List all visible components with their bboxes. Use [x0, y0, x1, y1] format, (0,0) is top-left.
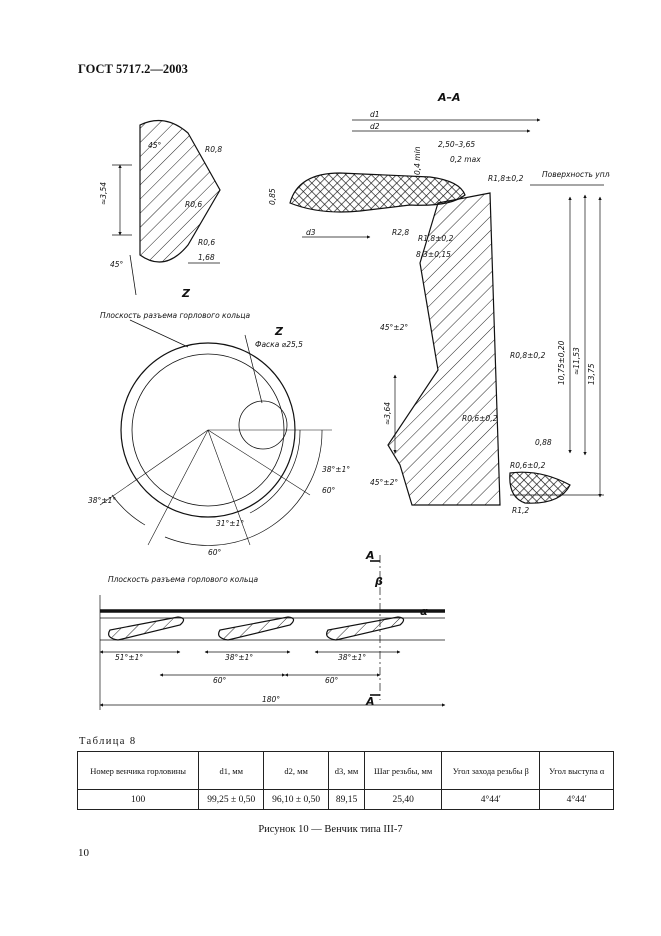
label-dim085: 0,85 — [268, 188, 277, 205]
col-header: Угол выступа α — [539, 751, 614, 790]
label-z-plan: Z — [274, 325, 284, 338]
label-r18: R1,8±0,2 — [488, 174, 524, 183]
label-ang38d: 38°±1° — [338, 653, 366, 662]
label-dim250: 2,50–3,65 — [438, 140, 475, 149]
label-surface: Поверхность уплотнения — [542, 170, 610, 179]
label-plane-top: Плоскость разъема горлового кольца — [100, 311, 250, 320]
section-aa — [289, 118, 604, 506]
col-header: Шаг резьбы, мм — [364, 751, 443, 790]
label-r06: R0,6 — [185, 200, 202, 209]
plan-view — [99, 319, 332, 546]
table-cell: 4°44′ — [441, 789, 541, 810]
label-dim354: ≈3,54 — [99, 182, 108, 205]
label-r06c: R0,6±0,2 — [462, 414, 498, 423]
table-caption: Таблица 8 — [79, 736, 137, 747]
table-cell: 25,40 — [364, 789, 443, 810]
label-d1: d1 — [370, 110, 380, 119]
label-plane-bottom: Плоскость разъема горлового кольца — [108, 575, 258, 584]
table-cell: 100 — [76, 789, 200, 810]
label-dim04: 0,4 min — [413, 146, 422, 175]
label-ang31: 31°±1° — [216, 519, 244, 528]
label-r08b: R0,8±0,2 — [510, 351, 546, 360]
label-arrow-a-top: А — [365, 549, 375, 562]
label-ang51: 51°±1° — [115, 653, 143, 662]
label-r06d: R0,6±0,2 — [510, 461, 546, 470]
label-dim1075: 10,75±0,20 — [557, 340, 566, 385]
label-r06b: R0,6 — [198, 238, 215, 247]
label-view-z: Z — [181, 287, 191, 300]
label-ang45b: 45° — [110, 260, 124, 269]
label-d2: d2 — [370, 122, 380, 131]
label-ang60d: 60° — [325, 676, 339, 685]
table-row: 100 99,25 ± 0,50 96,10 ± 0,50 89,15 25,4… — [76, 789, 614, 810]
document-header: ГОСТ 5717.2—2003 — [78, 62, 188, 76]
col-header: Угол захода резьбы β — [441, 751, 541, 790]
label-dim1375: 13,75 — [587, 363, 596, 385]
label-ang38b: 38°±1° — [88, 496, 116, 505]
label-dim088: 0,88 — [535, 438, 552, 447]
figure-caption: Рисунок 10 — Венчик типа III-7 — [258, 824, 403, 835]
label-ang60a: 60° — [322, 486, 336, 495]
col-header: d3, мм — [328, 751, 366, 790]
label-ang180: 180° — [262, 695, 280, 704]
label-ang60c: 60° — [213, 676, 227, 685]
col-header: d2, мм — [263, 751, 330, 790]
label-ang38a: 38°±1° — [322, 465, 350, 474]
label-dim83: 8,3±0,15 — [416, 250, 451, 259]
table-header-row: Номер венчика горловины d1, мм d2, мм d3… — [76, 751, 614, 790]
table-cell: 96,10 ± 0,50 — [263, 789, 330, 810]
label-arrow-a-bottom: А — [365, 695, 375, 708]
detail-z-view — [112, 119, 221, 296]
label-ang45: 45° — [148, 141, 162, 150]
label-section-aa: А–А — [437, 91, 461, 104]
label-ang45d: 45°±2° — [370, 478, 398, 487]
label-r12: R1,2 — [512, 506, 529, 515]
label-dim364: ≈3,64 — [383, 402, 392, 425]
label-d3: d3 — [306, 228, 316, 237]
label-dim168: 1,68 — [198, 253, 215, 262]
col-header: Номер венчика горловины — [76, 751, 200, 790]
label-ang38c: 38°±1° — [225, 653, 253, 662]
thread-development — [99, 555, 446, 710]
col-header: d1, мм — [198, 751, 265, 790]
spec-table: Номер венчика горловины d1, мм d2, мм d3… — [76, 751, 614, 810]
label-beta: β — [374, 575, 383, 588]
technical-drawing: R0,8 R0,6 R0,6 45° 45° ≈3,54 1,68 Z Плос… — [88, 91, 610, 710]
label-r28: R2,8 — [392, 228, 409, 237]
table-cell: 99,25 ± 0,50 — [198, 789, 265, 810]
label-r08: R0,8 — [205, 145, 222, 154]
label-z-note: Фаска ⌀25,5 — [255, 340, 303, 349]
label-alpha: α — [420, 605, 428, 618]
label-r18b: R1,8±0,2 — [418, 234, 454, 243]
label-dim02: 0,2 max — [450, 155, 481, 164]
table-cell: 89,15 — [328, 789, 366, 810]
page-number: 10 — [78, 847, 89, 859]
label-ang60b: 60° — [208, 548, 222, 557]
label-dim1153: ≈11,53 — [572, 347, 581, 375]
label-ang45c: 45°±2° — [380, 323, 408, 332]
table-cell: 4°44′ — [539, 789, 614, 810]
